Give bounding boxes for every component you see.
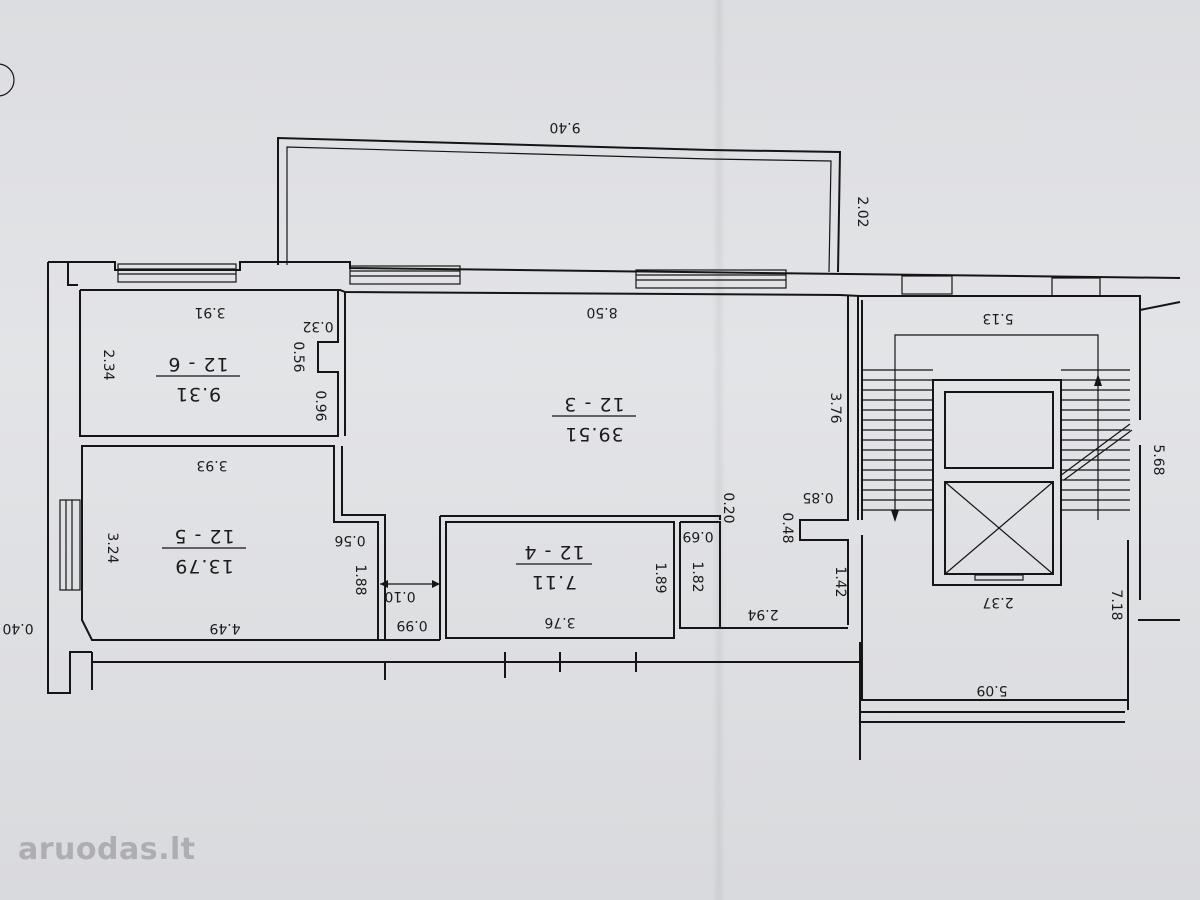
dim-r5-width: 3.93 bbox=[196, 457, 227, 473]
dim-balcony-length: 9.40 bbox=[549, 119, 580, 135]
dim-r5-bottom: 4.49 bbox=[209, 620, 240, 636]
dim-stair-top: 5.13 bbox=[982, 310, 1013, 326]
dim-hall-side: 7.18 bbox=[1108, 589, 1124, 620]
dim-corridor-gap: 0.10 bbox=[384, 588, 415, 604]
dim-door-step: 1.42 bbox=[832, 566, 848, 597]
room-12-6 bbox=[79, 290, 339, 437]
dim-bath-side: 1.82 bbox=[689, 561, 705, 592]
dim-r5-side: 3.24 bbox=[104, 532, 120, 563]
room-12-5-id: 12 - 5 bbox=[173, 525, 234, 547]
dim-r3-width: 8.50 bbox=[586, 304, 617, 320]
room-12-4 bbox=[445, 521, 675, 639]
room-12-6-id: 12 - 6 bbox=[167, 353, 228, 375]
dim-bath-width: 2.94 bbox=[747, 606, 778, 622]
sheet-mark bbox=[0, 63, 15, 97]
dim-r3-side: 3.76 bbox=[827, 392, 843, 423]
room-12-4-id: 12 - 4 bbox=[523, 541, 584, 563]
bathroom bbox=[679, 521, 848, 629]
room-12-3 bbox=[344, 292, 849, 640]
room-12-3-id: 12 - 3 bbox=[563, 393, 624, 415]
dim-hall-bottom: 5.09 bbox=[976, 682, 1007, 698]
room-12-6-area: 9.31 bbox=[175, 383, 221, 405]
room-12-4-area: 7.11 bbox=[531, 571, 577, 593]
dim-stair-side: 5.68 bbox=[1150, 444, 1166, 475]
dim-r6-nook-a: 0.32 bbox=[302, 318, 333, 334]
dim-lift-width: 2.37 bbox=[982, 594, 1013, 610]
room-labels: 9.31 12 - 6 13.79 12 - 5 39.51 12 - 3 7.… bbox=[156, 353, 636, 593]
dim-r3-step-d: 0.48 bbox=[779, 512, 795, 543]
room-12-5 bbox=[81, 445, 386, 641]
dim-r3-step-b: 0.20 bbox=[720, 492, 736, 523]
dim-r4-side: 1.89 bbox=[652, 562, 668, 593]
corridor bbox=[378, 580, 440, 641]
room-12-3-area: 39.51 bbox=[564, 423, 623, 445]
dim-r4-width: 3.76 bbox=[544, 614, 575, 630]
dim-r6-width: 3.91 bbox=[194, 304, 225, 320]
dim-r3-step-a: 0.85 bbox=[802, 489, 833, 505]
outer-walls bbox=[47, 261, 1181, 760]
dim-r6-side: 2.34 bbox=[100, 349, 116, 380]
watermark-logo: aruodas.lt bbox=[18, 832, 196, 867]
room-12-5-area: 13.79 bbox=[174, 555, 233, 577]
dim-r6-nook-c: 0.96 bbox=[312, 390, 328, 421]
dim-r3-step-c: 0.69 bbox=[682, 528, 713, 544]
dim-r5-nook: 0.56 bbox=[334, 532, 365, 548]
stair-hall bbox=[861, 300, 1133, 701]
dimension-labels: 9.40 2.02 3.91 2.34 0.32 0.56 0.96 3.93 … bbox=[2, 119, 1166, 698]
windows bbox=[59, 263, 1101, 591]
dim-outer-offset: 0.40 bbox=[2, 620, 33, 636]
dim-balcony-depth: 2.02 bbox=[854, 196, 870, 227]
dim-corridor-width: 0.99 bbox=[396, 617, 427, 633]
paper-fold bbox=[712, 0, 726, 900]
balcony bbox=[277, 136, 842, 273]
dim-corridor-length: 1.88 bbox=[352, 564, 368, 595]
dim-r6-nook-b: 0.56 bbox=[290, 341, 306, 372]
